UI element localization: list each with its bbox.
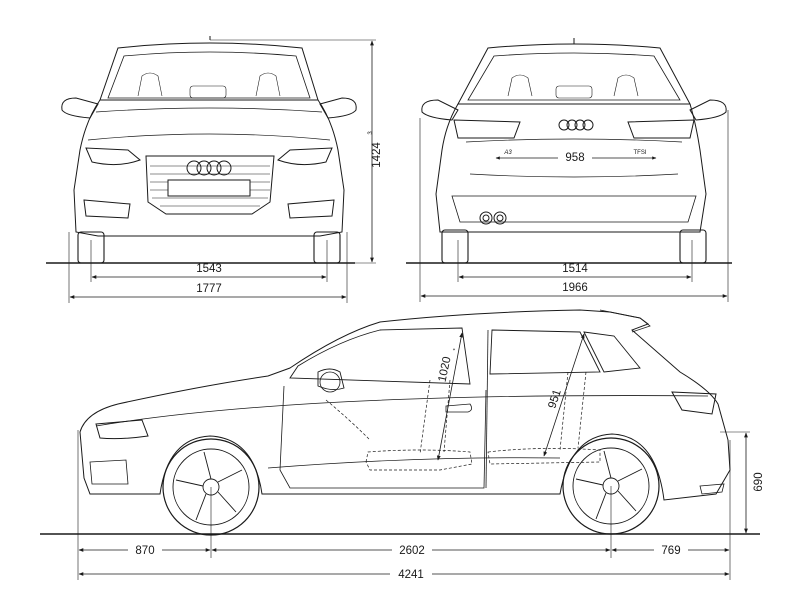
side-view — [40, 309, 760, 580]
rear-track-width-label: 1514 — [562, 263, 588, 275]
rear-height-label: 690 — [753, 472, 765, 491]
front-track-width-label: 1543 — [196, 263, 222, 275]
overall-length-label: 4241 — [398, 569, 424, 581]
overall-height-footnote: 3 — [368, 131, 374, 135]
front-headroom-label: 1020 — [437, 356, 454, 384]
front-overhang-label: 870 — [135, 545, 154, 557]
front-overhang-bg — [128, 542, 162, 556]
rear-overhang-bg — [654, 542, 688, 556]
front-overall-width-label: 1777 — [196, 283, 222, 295]
engine-badge: TFSI — [634, 150, 647, 156]
rear-overhang-label: 769 — [661, 545, 680, 557]
rear-inner-width-label: 958 — [565, 152, 584, 164]
rear-view — [406, 38, 732, 302]
mirror-width-label: 1966 — [562, 282, 588, 294]
rear-headroom-label: 951 — [546, 388, 563, 410]
front-headroom-note: * — [453, 347, 459, 351]
overall-length-bg — [390, 566, 432, 580]
wheelbase-bg — [392, 542, 432, 556]
inner-width-label-bg — [558, 149, 592, 163]
model-badge: A3 — [503, 150, 512, 156]
wheelbase-label: 2602 — [399, 545, 425, 557]
front-view — [46, 36, 376, 303]
overall-height-label: 1424 — [371, 142, 383, 168]
